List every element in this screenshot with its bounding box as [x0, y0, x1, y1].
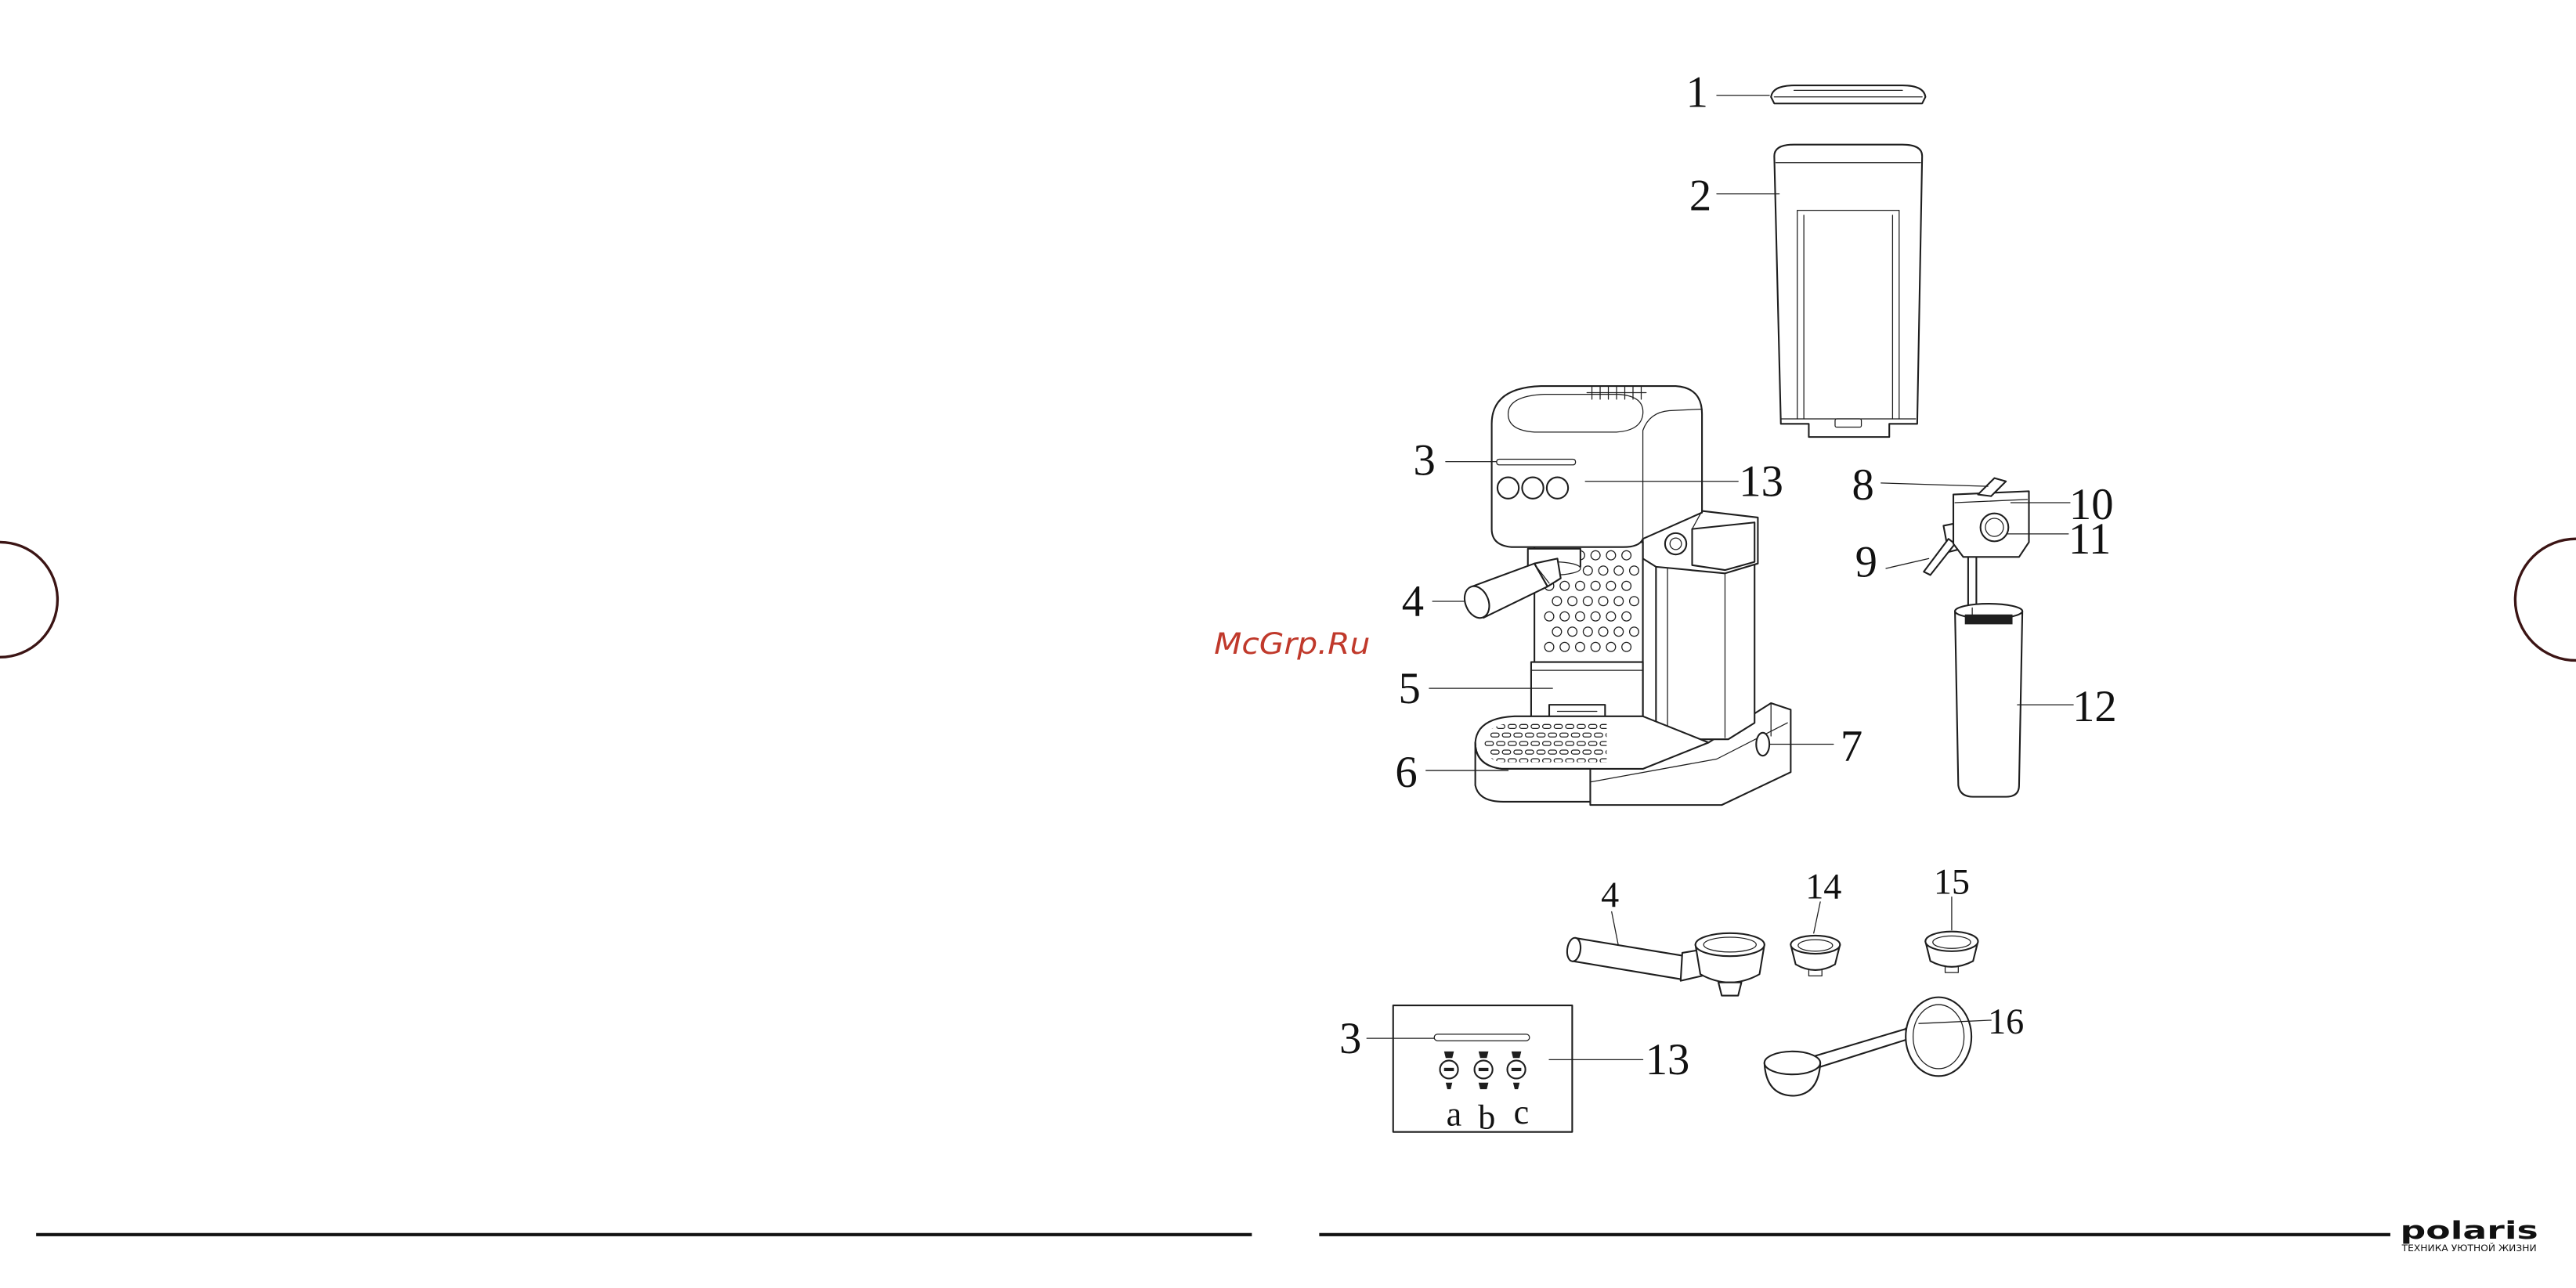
- button-c-symbol: [1512, 1052, 1522, 1058]
- brand-logo-text: polaris: [2401, 1217, 2538, 1245]
- control-button-a: [1498, 478, 1519, 499]
- head-top-surface: [1508, 395, 1643, 432]
- milk-jug: [1955, 604, 2022, 797]
- panel-label-b: b: [1478, 1098, 1495, 1136]
- brand-logo: polaris ТЕХНИКА УЮТНОЙ ЖИЗНИ: [2401, 1217, 2538, 1254]
- panel-label-c: c: [1514, 1093, 1530, 1131]
- power-switch: [1756, 733, 1769, 756]
- control-panel-detail: a b c: [1393, 1005, 1573, 1136]
- callout-5: 5: [1399, 665, 1421, 713]
- portafilter-detail-spout: [1718, 983, 1741, 996]
- machine-head: [1492, 386, 1702, 547]
- control-button-c: [1547, 478, 1568, 499]
- steam-knob-center: [1670, 538, 1682, 550]
- tower-top-box: [1693, 522, 1755, 570]
- portafilter-detail-rim: [1696, 933, 1765, 956]
- brand-tagline: ТЕХНИКА УЮТНОЙ ЖИЗНИ: [2401, 1243, 2537, 1254]
- callout-9: 9: [1855, 538, 1877, 586]
- control-bar: [1497, 459, 1576, 464]
- callout-2: 2: [1689, 172, 1711, 221]
- callout-detail-15: 15: [1934, 861, 1970, 901]
- callout-13: 13: [1739, 458, 1783, 507]
- milk-jug-body: [1955, 612, 2022, 797]
- panel-label-a: a: [1447, 1095, 1462, 1133]
- machine-tower: [1643, 511, 1758, 740]
- tower-column: [1656, 562, 1754, 740]
- callout-3: 3: [1413, 436, 1435, 485]
- spoon-bowl-rim: [1765, 1052, 1820, 1074]
- button-b-lower-symbol: [1479, 1083, 1489, 1089]
- tank-lid: [1771, 85, 1925, 103]
- tank-outline: [1774, 145, 1922, 437]
- callout-4: 4: [1402, 578, 1424, 626]
- callout-detail-16: 16: [1988, 1001, 2024, 1041]
- callout-6: 6: [1395, 749, 1417, 797]
- panel-button-b-mark: [1479, 1068, 1489, 1071]
- callout-1: 1: [1686, 68, 1708, 117]
- frother-knob-center: [1985, 518, 2003, 536]
- control-button-b: [1522, 478, 1543, 499]
- callout-12: 12: [2072, 683, 2117, 731]
- callout-detail-4: 4: [1601, 875, 1619, 915]
- callout-11: 11: [2068, 515, 2112, 564]
- tank-valve: [1835, 419, 1862, 427]
- water-tank: [1774, 145, 1922, 437]
- tamper-disc: [1906, 998, 1971, 1077]
- button-b-symbol: [1479, 1052, 1489, 1058]
- button-a-symbol: [1444, 1052, 1454, 1058]
- callout-detail-14: 14: [1805, 867, 1841, 907]
- callout-8: 8: [1852, 461, 1873, 510]
- callout-detail-3: 3: [1339, 1015, 1361, 1063]
- callout-7: 7: [1841, 722, 1862, 770]
- control-panel-bar: [1434, 1034, 1530, 1041]
- watermark: McGrp.Ru: [1214, 626, 1370, 661]
- callout-detail-13: 13: [1646, 1036, 1690, 1084]
- panel-button-a-mark: [1444, 1068, 1454, 1071]
- panel-button-c-mark: [1512, 1068, 1522, 1071]
- lid-outline: [1771, 85, 1925, 103]
